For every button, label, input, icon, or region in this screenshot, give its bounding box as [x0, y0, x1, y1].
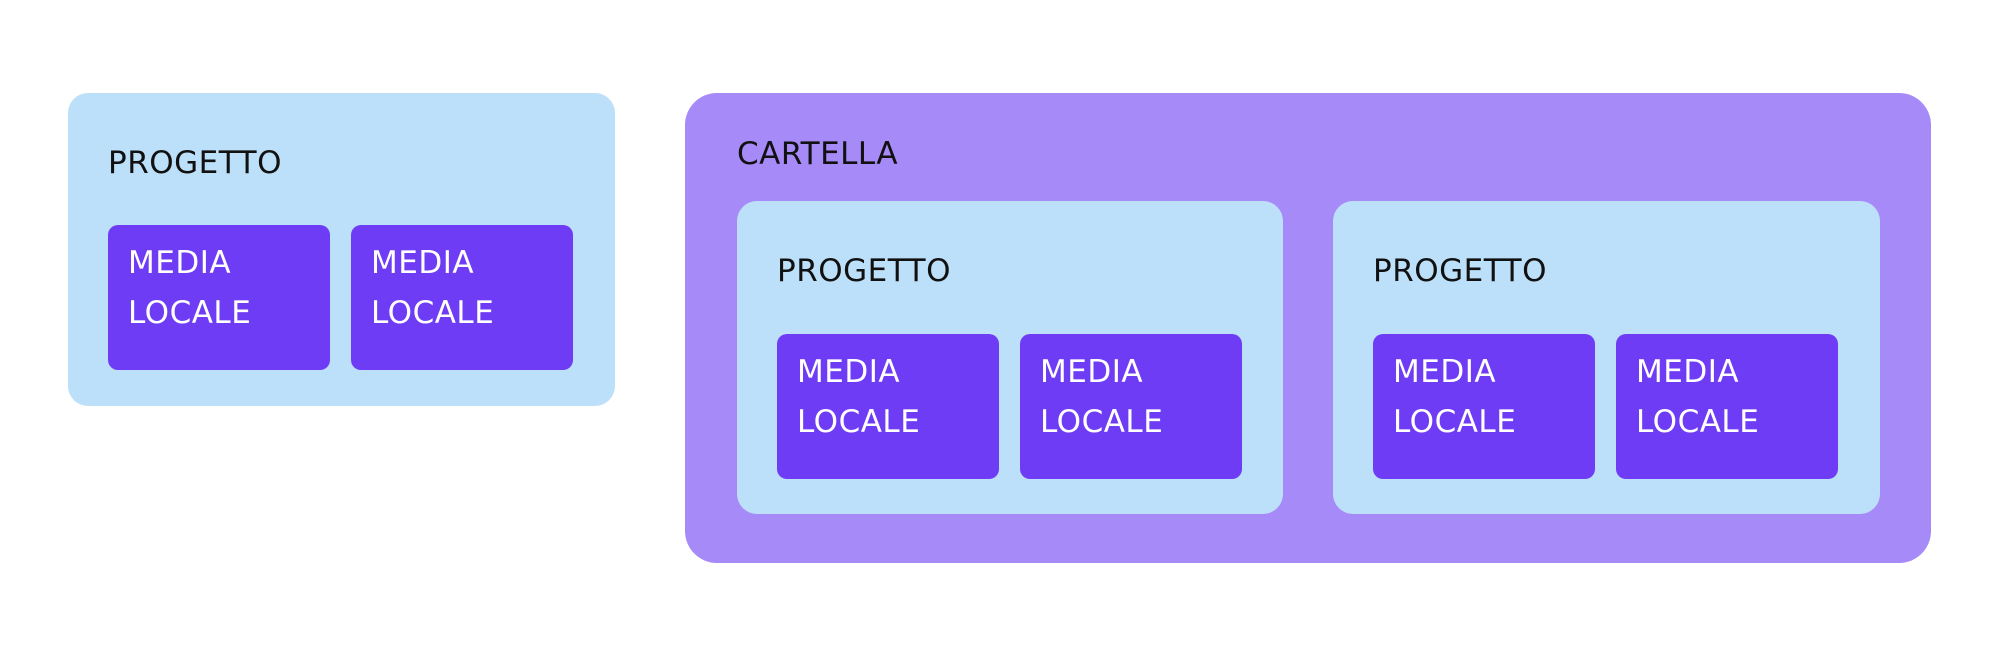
media-label-line2: LOCALE	[128, 295, 252, 331]
local-media-label: MEDIA LOCALE	[371, 238, 494, 338]
local-media-card: MEDIA LOCALE	[1020, 334, 1242, 479]
media-label-line1: MEDIA	[1040, 354, 1144, 390]
media-label-line1: MEDIA	[797, 354, 901, 390]
project-title: PROGETTO	[108, 145, 282, 181]
local-media-label: MEDIA LOCALE	[1040, 347, 1163, 447]
local-media-label: MEDIA LOCALE	[1393, 347, 1516, 447]
local-media-card: MEDIA LOCALE	[108, 225, 330, 370]
local-media-card: MEDIA LOCALE	[777, 334, 999, 479]
folder-title: CARTELLA	[737, 136, 899, 172]
folder: CARTELLA PROGETTO MEDIA LOCALE MEDIA LOC…	[685, 93, 1931, 563]
media-label-line2: LOCALE	[797, 404, 921, 440]
local-media-card: MEDIA LOCALE	[1373, 334, 1595, 479]
media-label-line2: LOCALE	[1636, 404, 1760, 440]
folder-project: PROGETTO MEDIA LOCALE MEDIA LOCALE	[1333, 201, 1880, 514]
project-title: PROGETTO	[1373, 253, 1547, 289]
local-media-card: MEDIA LOCALE	[351, 225, 573, 370]
media-label-line1: MEDIA	[128, 245, 232, 281]
folder-project: PROGETTO MEDIA LOCALE MEDIA LOCALE	[737, 201, 1283, 514]
media-label-line2: LOCALE	[371, 295, 495, 331]
media-label-line1: MEDIA	[1393, 354, 1497, 390]
local-media-label: MEDIA LOCALE	[797, 347, 920, 447]
media-label-line2: LOCALE	[1040, 404, 1164, 440]
project-title: PROGETTO	[777, 253, 951, 289]
local-media-label: MEDIA LOCALE	[1636, 347, 1759, 447]
media-label-line1: MEDIA	[371, 245, 475, 281]
media-label-line2: LOCALE	[1393, 404, 1517, 440]
standalone-project: PROGETTO MEDIA LOCALE MEDIA LOCALE	[68, 93, 615, 406]
local-media-card: MEDIA LOCALE	[1616, 334, 1838, 479]
local-media-label: MEDIA LOCALE	[128, 238, 251, 338]
media-label-line1: MEDIA	[1636, 354, 1740, 390]
